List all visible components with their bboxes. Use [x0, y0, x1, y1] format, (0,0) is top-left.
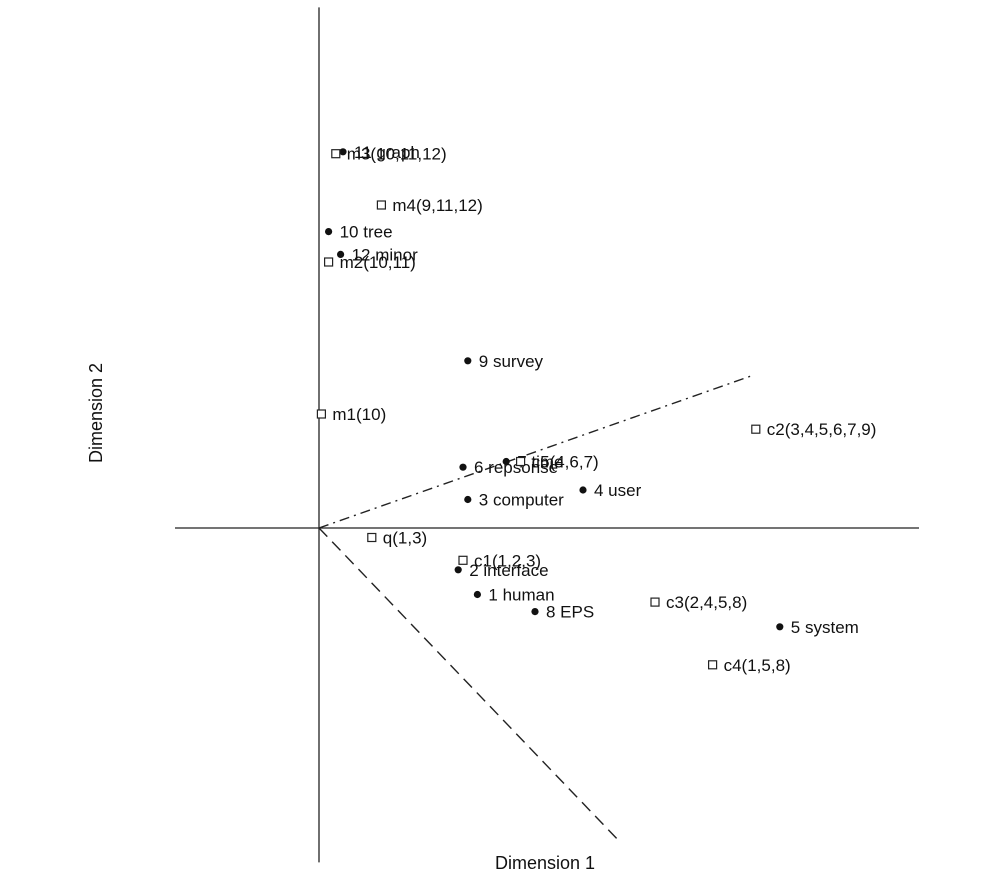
document-point: m1(10): [316, 405, 386, 424]
point-label: 2 interface: [469, 561, 548, 580]
term-point: 2 interface: [454, 561, 549, 580]
term-point: 7 time: [502, 453, 563, 472]
point-label: 12 minor: [352, 245, 418, 264]
reference-lines: [318, 375, 752, 844]
square-marker: [316, 409, 326, 419]
reference-line-2: [318, 527, 622, 844]
circle-marker: [454, 566, 462, 574]
point-label: c4(1,5,8): [724, 656, 791, 675]
document-point: c1(1,2,3): [458, 551, 541, 570]
term-point: 4 user: [579, 481, 642, 500]
document-point: c5(4,6,7): [515, 453, 599, 472]
square-marker: [707, 660, 718, 670]
point-label: 5 system: [791, 618, 859, 637]
circle-marker: [776, 623, 784, 631]
point-label: c5(4,6,7): [532, 453, 599, 472]
reference-line-1: [318, 375, 752, 529]
document-point: c4(1,5,8): [707, 656, 791, 675]
point-label: m2(10,11): [340, 253, 416, 272]
square-marker: [376, 200, 386, 210]
circle-marker: [339, 148, 347, 156]
data-points: 1 human 2 interface 3 computer 4 user 5 syst…: [316, 143, 877, 675]
circle-marker: [325, 228, 333, 236]
circle-marker: [531, 608, 539, 616]
document-point: c3(2,4,5,8): [650, 593, 747, 612]
y-axis-title: Dimension 2: [86, 363, 106, 463]
square-marker: [331, 149, 341, 159]
term-point: 10 tree: [325, 223, 393, 242]
point-label: c2(3,4,5,6,7,9): [767, 420, 877, 439]
circle-marker: [459, 463, 467, 471]
square-marker: [751, 424, 761, 434]
circle-marker: [579, 486, 587, 494]
point-label: 10 tree: [340, 223, 393, 242]
point-label: m4(9,11,12): [392, 196, 482, 215]
point-label: m3(10,11,12): [347, 145, 447, 164]
document-point: q(1,3): [367, 529, 427, 548]
point-label: 7 time: [517, 453, 563, 472]
term-point: 1 human: [473, 586, 555, 605]
point-label: 8 EPS: [546, 603, 594, 622]
term-point: 8 EPS: [531, 603, 594, 622]
square-marker: [324, 257, 334, 267]
term-point: 9 survey: [464, 352, 544, 371]
point-label: 4 user: [594, 481, 642, 500]
square-marker: [515, 456, 526, 467]
square-marker: [458, 555, 468, 565]
point-label: c3(2,4,5,8): [666, 593, 747, 612]
document-point: c2(3,4,5,6,7,9): [751, 420, 877, 439]
term-point: 6 repsonse: [459, 458, 558, 477]
square-marker: [367, 532, 377, 543]
circle-marker: [502, 457, 510, 466]
point-label: 6 repsonse: [474, 458, 558, 477]
circle-marker: [464, 357, 472, 365]
axes: [175, 7, 919, 863]
term-point: 11 graph: [339, 143, 420, 162]
document-point: m3(10,11,12): [331, 145, 447, 164]
circle-marker: [464, 495, 472, 504]
term-point: 12 minor: [337, 245, 418, 264]
point-label: 9 survey: [479, 352, 544, 371]
x-axis-title: Dimension 1: [495, 853, 595, 873]
point-label: m1(10): [332, 405, 386, 424]
document-point: m4(9,11,12): [376, 196, 483, 215]
point-label: 1 human: [488, 586, 554, 605]
term-point: 3 computer: [464, 491, 564, 510]
point-label: 3 computer: [479, 491, 564, 510]
term-point: 5 system: [776, 618, 859, 637]
point-label: 11 graph: [354, 143, 420, 162]
point-label: q(1,3): [383, 529, 427, 548]
circle-marker: [337, 250, 345, 258]
document-point: m2(10,11): [324, 253, 416, 272]
circle-marker: [473, 590, 481, 599]
point-label: c1(1,2,3): [474, 551, 541, 570]
square-marker: [650, 597, 660, 607]
